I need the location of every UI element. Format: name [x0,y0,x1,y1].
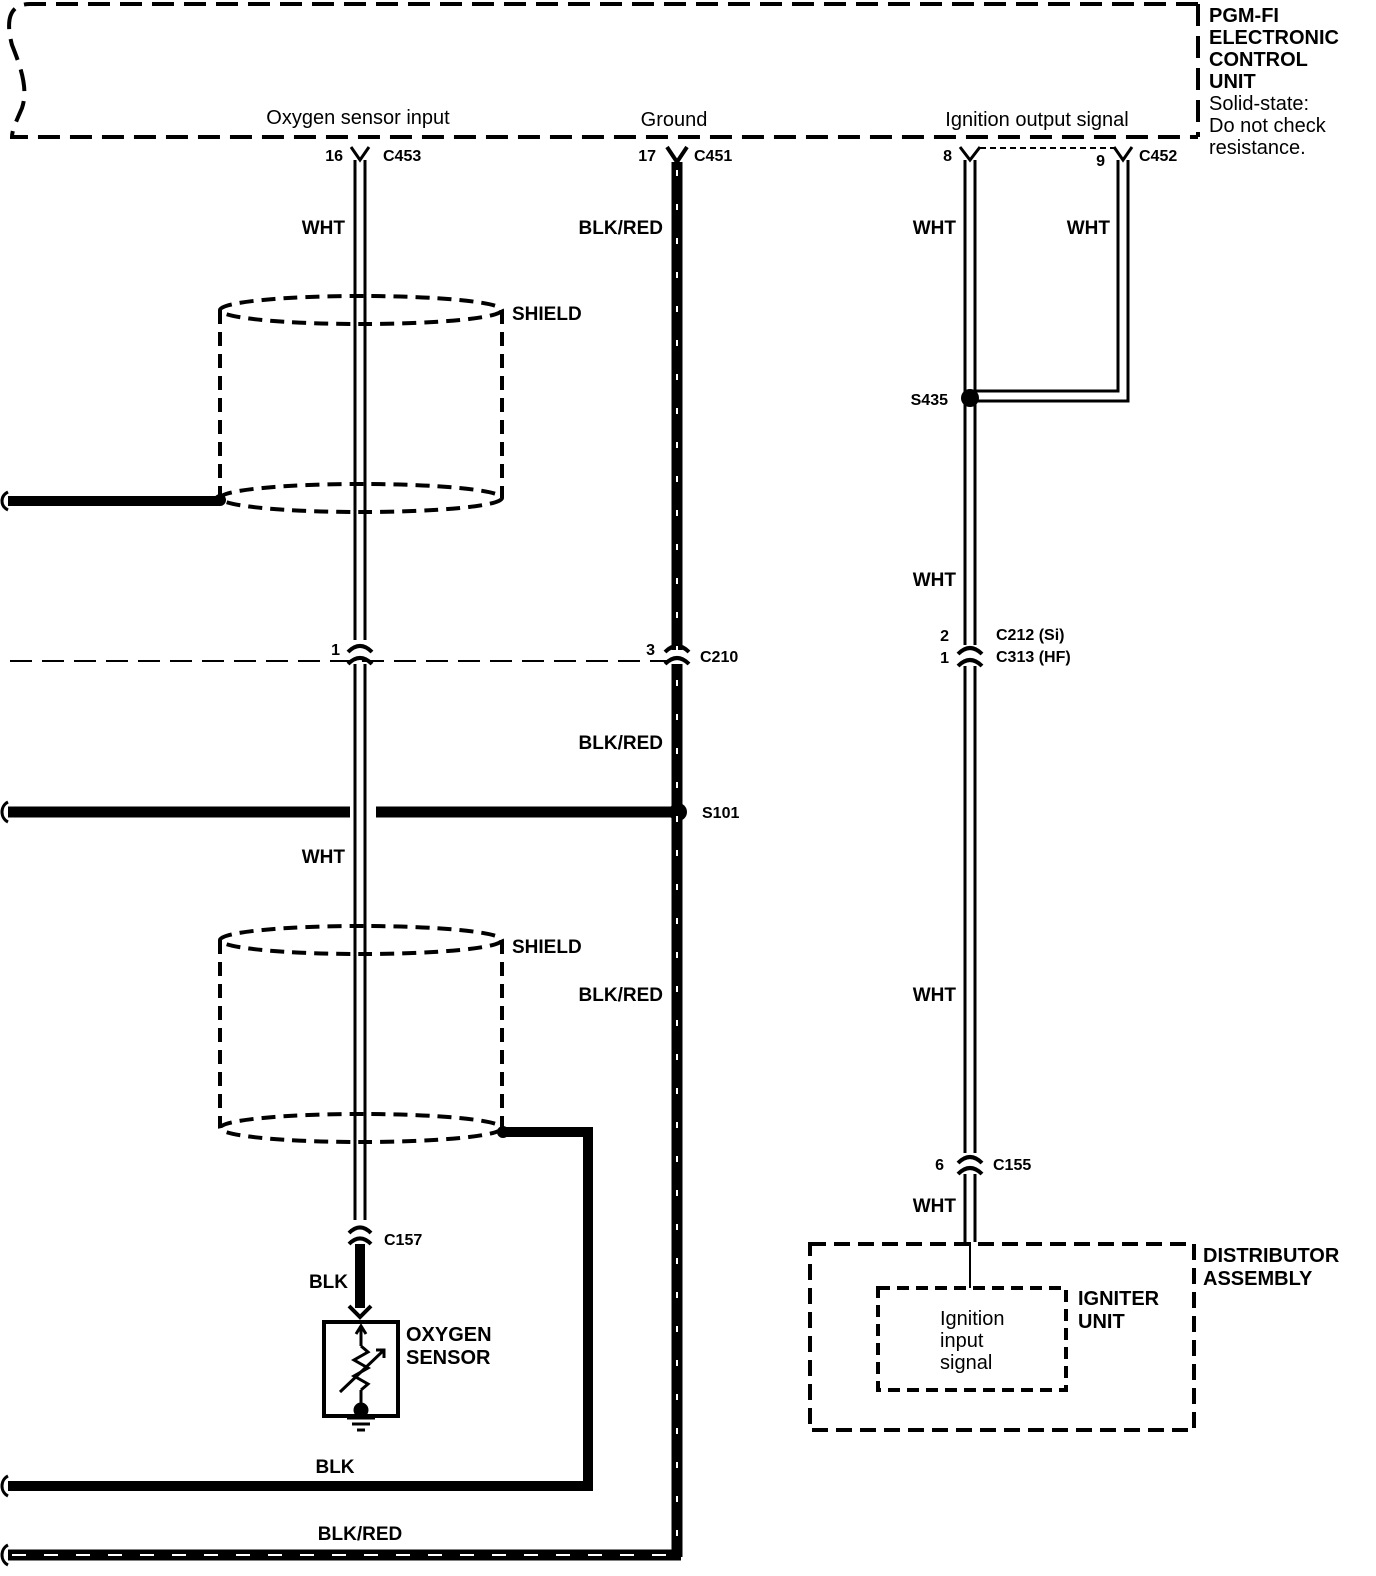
splice-s101-label: S101 [702,805,739,822]
splice-s435-label: S435 [911,392,948,409]
pin9-wht-wire [975,160,1130,403]
wire-label-ign-wht-5: WHT [913,1196,957,1217]
connector-c210: C210 [700,649,738,666]
wire-label-wht-2: WHT [302,847,346,868]
oxygen-sensor-label-2: SENSOR [406,1347,491,1369]
wire-label-wht-1: WHT [302,218,346,239]
wire-label-ign-wht-2: WHT [1067,218,1111,239]
c157-cap-top [347,1225,373,1235]
c212-pin: 2 [940,628,949,645]
igniter-input-label-3: signal [940,1352,992,1374]
o2-wht-wire [353,160,367,1220]
igniter-unit-label-2: UNIT [1078,1311,1125,1333]
ecu-note-2: Do not check [1209,115,1327,137]
wire-label-blkred-bottom: BLK/RED [318,1524,402,1545]
fork-c451 [665,145,689,166]
pin-16: 16 [325,148,343,165]
wire-label-ign-wht-3: WHT [913,570,957,591]
c155-pin: 6 [935,1157,944,1174]
ground-icon [347,1402,375,1432]
pin-17: 17 [638,148,656,165]
c210-pin-3: 3 [646,642,655,659]
c210-cap-left-bottom [346,656,374,666]
distributor-assembly-box [808,1242,1196,1432]
wire-label-blkred-1: BLK/RED [579,218,663,239]
shield-1-drain-dot [214,494,226,506]
pin-9: 9 [1096,153,1105,170]
wire-label-blkred-3: BLK/RED [579,985,663,1006]
shield-label-2: SHIELD [512,937,582,958]
ecu-note-1: Solid-state: [1209,93,1309,115]
ecu-title-1: PGM-FI [1209,5,1279,27]
splice-s435 [961,389,979,407]
connector-c157: C157 [384,1232,422,1249]
ecu-title-4: UNIT [1209,71,1256,93]
shield-2-drain-dot [497,1126,509,1138]
connector-c313: C313 (HF) [996,649,1071,666]
fork-pin8 [958,146,982,163]
c210-pin-1: 1 [331,642,340,659]
shield-1-continuation-mark [0,490,9,512]
c210-cap-left-top [346,644,374,654]
ignition-wht-wire [963,160,977,1242]
wire-label-blk-bottom: BLK [315,1457,354,1478]
oxygen-sensor-label-1: OXYGEN [406,1324,492,1346]
igniter-input-label-1: Ignition [940,1308,1005,1330]
wire-label-ign-wht-4: WHT [913,985,957,1006]
connector-c452: C452 [1139,148,1177,165]
wire-label-ign-wht-1: WHT [913,218,957,239]
ecu-box [7,2,1198,139]
shield-1 [218,294,504,514]
ecu-note-3: resistance. [1209,137,1306,159]
fork-pin9 [1112,146,1134,163]
shield-2-drain-wire [8,1127,593,1491]
distributor-label-2: ASSEMBLY [1203,1268,1313,1290]
c155-cap-top [956,1155,984,1165]
o2-sensor-fork [347,1304,373,1320]
connector-c453: C453 [383,148,421,165]
blkred-continuation-mark [0,1543,9,1567]
wire-label-blkred-2: BLK/RED [579,733,663,754]
oxygen-sensor-resistor-icon [338,1323,386,1408]
c313-pin: 1 [940,650,949,667]
c212-cap-top [956,646,984,656]
connector-c155: C155 [993,1157,1031,1174]
c155-cap-bottom [956,1166,984,1176]
c157-cap-bottom [347,1236,373,1246]
fork-c453 [349,146,371,163]
terminal-label-ignition: Ignition output signal [945,109,1128,131]
c212-cap-bottom [956,658,984,668]
terminal-label-ground: Ground [641,109,708,131]
ecu-title-2: ELECTRONIC [1209,27,1339,49]
wire-label-blk: BLK [309,1272,348,1293]
connector-c451: C451 [694,148,732,165]
igniter-input-label-2: input [940,1330,984,1352]
c210-cap-right-bottom [663,656,691,666]
s101-continuation-mark [0,800,9,824]
terminal-label-o2: Oxygen sensor input [266,107,450,129]
pin-8: 8 [943,148,952,165]
shield-2 [218,924,504,1144]
ecu-title-3: CONTROL [1209,49,1308,71]
blk-continuation-mark [0,1474,9,1498]
igniter-unit-box [876,1286,1068,1392]
igniter-unit-label-1: IGNITER [1078,1288,1160,1310]
shield-label-1: SHIELD [512,304,582,325]
distributor-label-1: DISTRIBUTOR [1203,1245,1340,1267]
connector-c212: C212 (Si) [996,627,1064,644]
